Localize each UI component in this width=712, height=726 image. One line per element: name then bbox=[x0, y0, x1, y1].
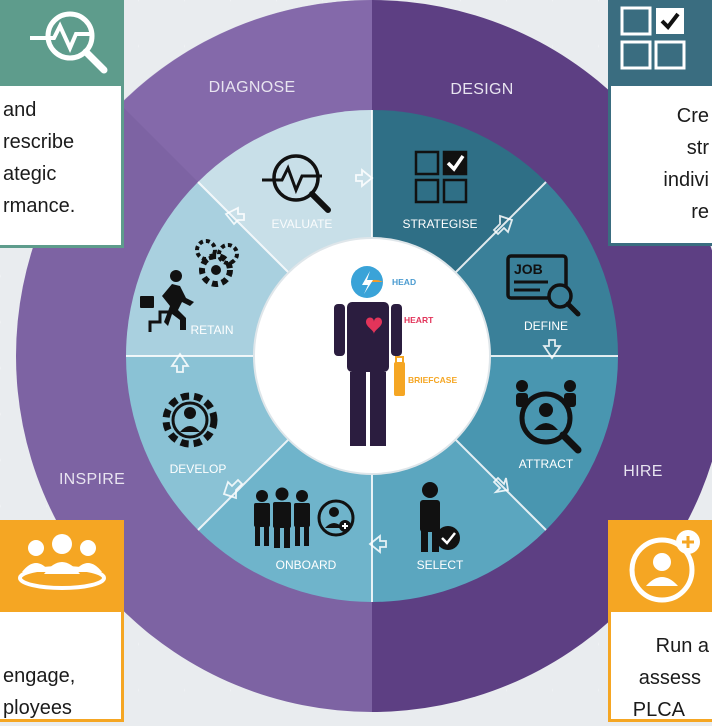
arrow-strategise-define bbox=[492, 214, 514, 236]
segment-label-onboard: ONBOARD bbox=[276, 558, 337, 572]
segment-label-define: DEFINE bbox=[524, 319, 568, 333]
hire-card-line: assess bbox=[638, 667, 701, 689]
define-icon: JOB bbox=[506, 254, 581, 317]
inspire-card-header bbox=[0, 520, 124, 612]
ring-label-hire: HIRE bbox=[623, 463, 662, 480]
checklist-icon bbox=[620, 6, 686, 70]
segment-label-attract: ATTRACT bbox=[519, 457, 574, 471]
segment-label-develop: DEVELOP bbox=[170, 462, 227, 476]
segment-label-retain: RETAIN bbox=[190, 323, 233, 337]
heart-icon bbox=[366, 317, 382, 334]
strategise-icon bbox=[414, 150, 468, 204]
inspire-card: engage, ployees bbox=[0, 612, 124, 722]
design-card-line: re bbox=[691, 201, 709, 223]
segment-label-strategise: STRATEGISE bbox=[402, 217, 477, 231]
diagnose-card-line: and bbox=[3, 99, 37, 121]
ring-label-inspire: INSPIRE bbox=[59, 471, 125, 488]
analytics-search-icon bbox=[30, 11, 108, 74]
hire-card: Run a assess PLCA bbox=[608, 612, 712, 722]
center-label-head: HEAD bbox=[392, 277, 416, 287]
team-icon bbox=[18, 534, 106, 590]
diagnose-card-header bbox=[0, 0, 124, 86]
design-card-line: Cre bbox=[676, 105, 709, 127]
inspire-card-line: ployees bbox=[3, 697, 72, 719]
center-label-heart: HEART bbox=[404, 315, 434, 325]
svg-text:JOB: JOB bbox=[514, 261, 543, 277]
design-card-line: str bbox=[686, 137, 709, 159]
design-card: Cre str indivi re bbox=[608, 86, 712, 246]
arrow-define-attract bbox=[542, 339, 562, 360]
arrow-onboard-develop bbox=[222, 478, 244, 500]
body-icon bbox=[347, 302, 389, 372]
arrow-select-onboard bbox=[368, 534, 387, 554]
select-icon bbox=[420, 482, 460, 552]
design-card-header bbox=[608, 0, 712, 86]
onboard-icon bbox=[254, 487, 355, 548]
hire-card-line: PLCA bbox=[632, 699, 685, 721]
diagnose-card-line: rescribe bbox=[3, 131, 75, 153]
arrow-retain-evaluate bbox=[224, 206, 245, 226]
person-figure bbox=[334, 266, 405, 446]
diagnose-card-line: ategic bbox=[3, 163, 57, 185]
attract-icon bbox=[516, 380, 582, 454]
segment-label-evaluate: EVALUATE bbox=[272, 217, 333, 231]
hire-card-line: Run a bbox=[655, 635, 709, 657]
ring-label-diagnose: DIAGNOSE bbox=[209, 79, 296, 96]
evaluate-icon bbox=[262, 154, 331, 213]
diagnose-card-line: rmance. bbox=[3, 195, 76, 217]
segment-label-select: SELECT bbox=[417, 558, 464, 572]
hire-card-header bbox=[608, 520, 712, 612]
briefcase-icon bbox=[394, 362, 405, 396]
diagnose-card: and rescribe ategic rmance. bbox=[0, 86, 124, 248]
arrow-attract-select bbox=[492, 476, 510, 494]
inspire-card-line: engage, bbox=[3, 665, 76, 687]
ring-label-design: DESIGN bbox=[450, 81, 513, 98]
add-user-icon bbox=[629, 530, 700, 603]
center-label-briefcase: BRIEFCASE bbox=[408, 375, 457, 385]
arrow-develop-retain bbox=[170, 352, 190, 373]
retain-icon bbox=[140, 239, 239, 332]
segment-arrows bbox=[170, 168, 562, 554]
arrow-evaluate-strategise bbox=[355, 168, 374, 188]
develop-icon bbox=[162, 392, 218, 448]
design-card-line: indivi bbox=[663, 169, 709, 191]
